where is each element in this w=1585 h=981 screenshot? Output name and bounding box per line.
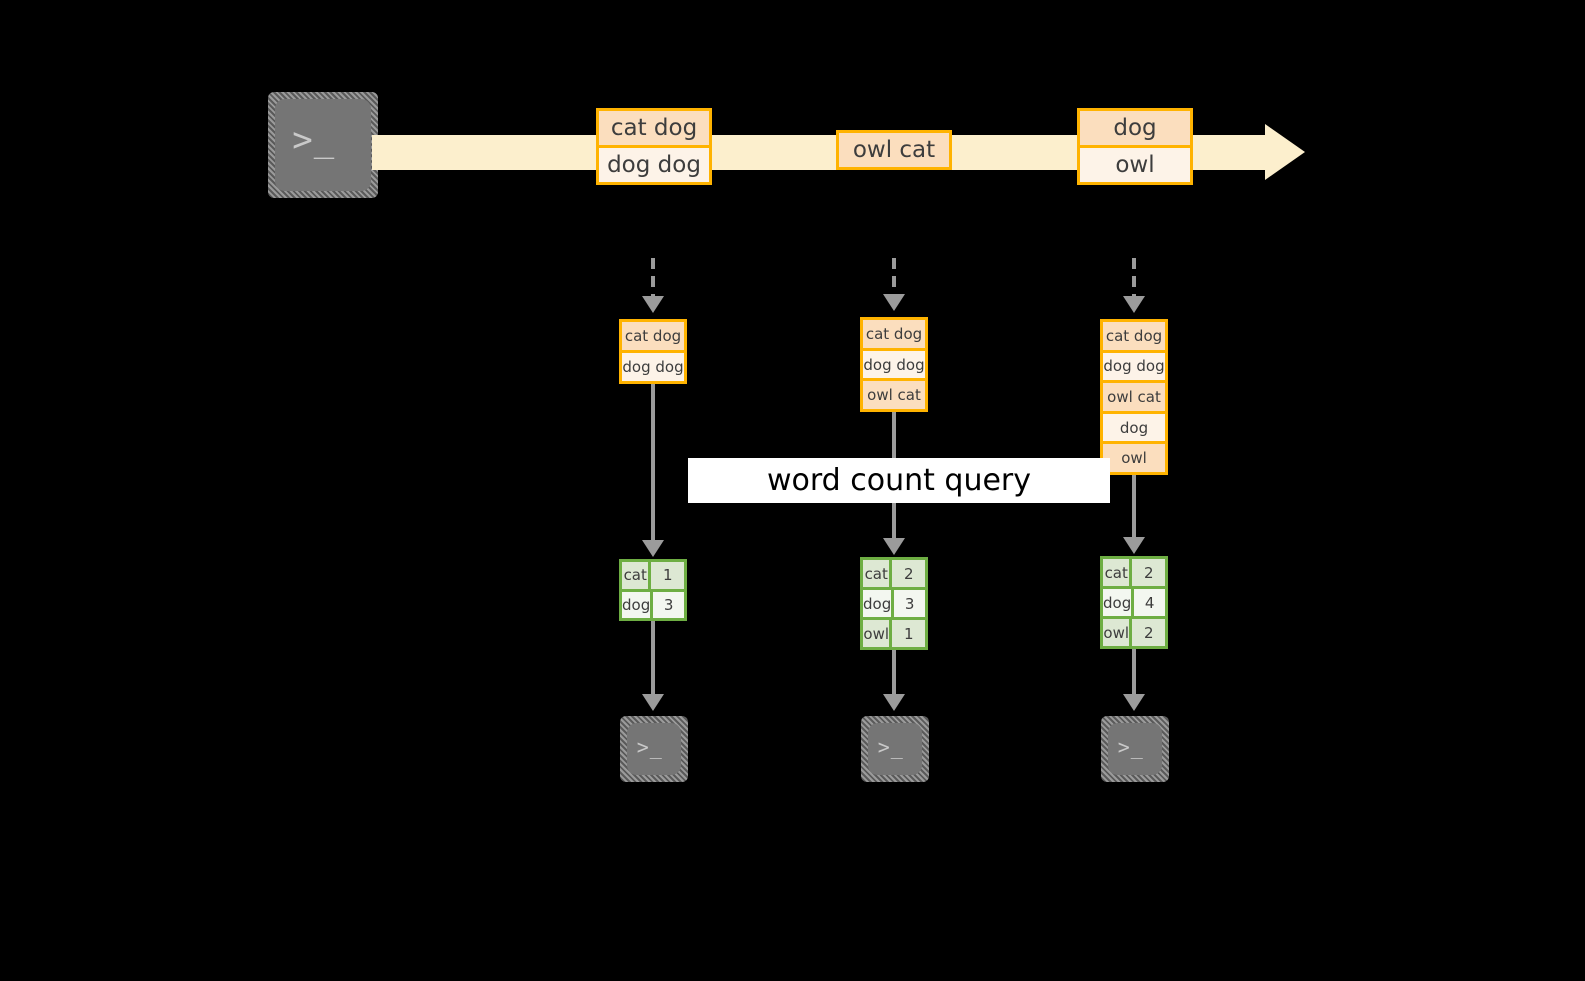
query-connector-3 (1132, 475, 1136, 547)
result-row: dog 4 (1103, 586, 1165, 616)
result-word: dog (622, 591, 651, 618)
accumulated-record-line: cat dog (863, 320, 925, 348)
result-count: 1 (889, 620, 925, 647)
result-count: 3 (650, 591, 684, 618)
sink-arrowhead-2 (883, 694, 905, 711)
sink-arrowhead-3 (1123, 694, 1145, 711)
result-table-2: cat 2 dog 3 owl 1 (860, 557, 928, 650)
result-word: owl (863, 620, 890, 647)
accumulated-records-2: cat dog dog dog owl cat (860, 317, 928, 412)
terminal-prompt-glyph: >_ (877, 734, 904, 759)
result-count: 3 (891, 590, 925, 617)
stream-tap-arrowhead-2 (883, 294, 905, 311)
result-row: cat 2 (863, 560, 925, 587)
stream-tap-arrowhead-1 (642, 296, 664, 313)
terminal-prompt-glyph: >_ (292, 119, 336, 160)
accumulated-record-line: cat dog (1103, 322, 1165, 350)
result-word: owl (1103, 619, 1130, 646)
result-word: cat (863, 560, 890, 587)
stream-record-1: cat dog dog dog (596, 108, 712, 185)
terminal-prompt-glyph: >_ (636, 734, 663, 759)
result-sink-terminal-icon-3: >_ (1101, 716, 1169, 782)
accumulated-record-line: dog dog (863, 347, 925, 379)
result-word: dog (863, 590, 892, 617)
stream-arrowhead-icon (1265, 124, 1305, 180)
query-arrowhead-2 (883, 538, 905, 555)
result-count: 4 (1131, 589, 1165, 616)
stream-tap-arrowhead-3 (1123, 296, 1145, 313)
result-count: 2 (1129, 559, 1165, 586)
accumulated-record-line: cat dog (622, 322, 684, 350)
accumulated-record-line: dog (1103, 410, 1165, 442)
accumulated-record-line: dog dog (622, 350, 684, 381)
result-table-3: cat 2 dog 4 owl 2 (1100, 556, 1168, 649)
stream-source-terminal-icon: >_ (268, 92, 378, 198)
accumulated-record-line: owl (1103, 441, 1165, 472)
stream-record-2: owl cat (836, 130, 952, 170)
accumulated-record-line: owl cat (1103, 380, 1165, 411)
result-row: owl 2 (1103, 616, 1165, 646)
stream-record-line: owl (1080, 145, 1190, 182)
terminal-screen: >_ (275, 99, 371, 191)
stream-record-line: dog dog (599, 145, 709, 182)
stream-tap-connector-2 (892, 258, 896, 300)
stream-tap-connector-3 (1132, 258, 1136, 302)
stream-tap-connector-1 (651, 258, 655, 302)
stream-record-3: dog owl (1077, 108, 1193, 185)
result-count: 2 (889, 560, 925, 587)
sink-arrowhead-1 (642, 694, 664, 711)
query-label-text: word count query (766, 463, 1032, 498)
result-sink-terminal-icon-1: >_ (620, 716, 688, 782)
sink-connector-1 (651, 621, 655, 699)
result-count: 1 (648, 562, 684, 589)
sink-connector-2 (892, 650, 896, 700)
query-connector-1 (651, 384, 655, 550)
accumulated-record-line: owl cat (863, 378, 925, 410)
result-word: cat (1103, 559, 1130, 586)
result-row: cat 1 (622, 562, 684, 589)
result-word: dog (1103, 589, 1132, 616)
result-row: dog 3 (863, 587, 925, 617)
sink-connector-3 (1132, 649, 1136, 700)
result-table-1: cat 1 dog 3 (619, 559, 687, 621)
accumulated-records-3: cat dog dog dog owl cat dog owl (1100, 319, 1168, 475)
query-label-banner: word count query (688, 458, 1110, 503)
query-arrowhead-3 (1123, 537, 1145, 554)
accumulated-record-line: dog dog (1103, 349, 1165, 381)
terminal-screen: >_ (868, 723, 922, 775)
stream-record-line: dog (1080, 111, 1190, 145)
result-row: cat 2 (1103, 559, 1165, 586)
stream-record-line: cat dog (599, 111, 709, 145)
stream-record-line: owl cat (839, 133, 949, 167)
result-row: dog 3 (622, 588, 684, 618)
result-sink-terminal-icon-2: >_ (861, 716, 929, 782)
terminal-prompt-glyph: >_ (1117, 734, 1144, 759)
accumulated-records-1: cat dog dog dog (619, 319, 687, 384)
result-count: 2 (1129, 619, 1165, 646)
terminal-screen: >_ (627, 723, 681, 775)
result-row: owl 1 (863, 617, 925, 647)
result-word: cat (622, 562, 649, 589)
query-arrowhead-1 (642, 540, 664, 557)
terminal-screen: >_ (1108, 723, 1162, 775)
